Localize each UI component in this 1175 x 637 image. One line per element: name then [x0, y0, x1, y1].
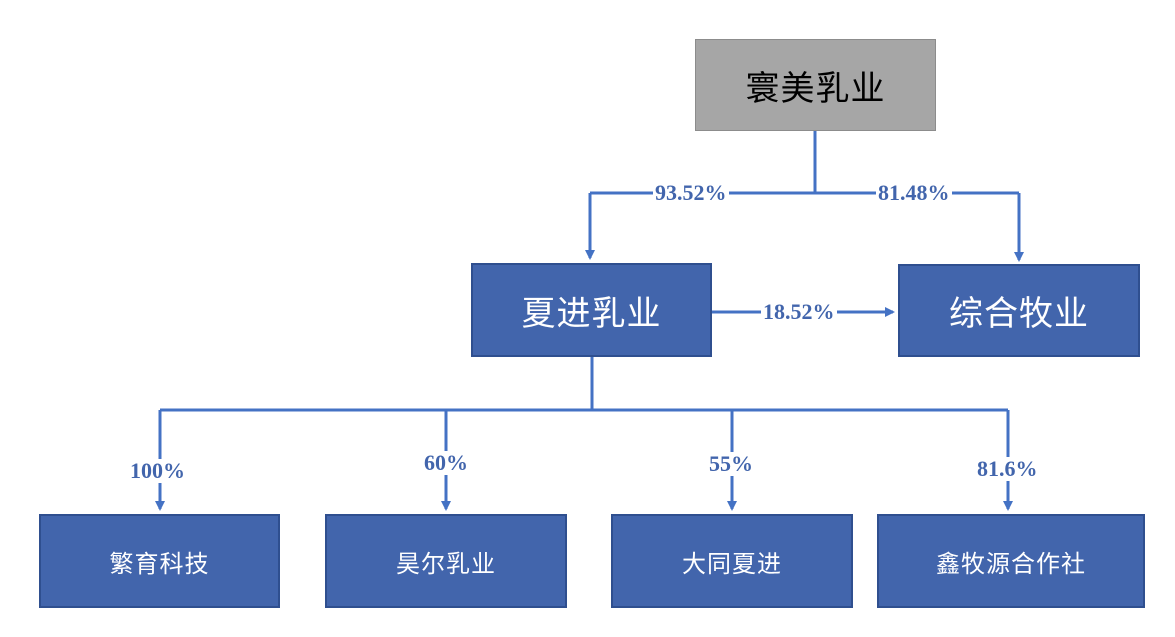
node-xiajin: 夏进乳业 [471, 263, 712, 357]
edge-label-root-xiajin: 93.52% [653, 180, 729, 205]
node-xinmu: 鑫牧源合作社 [877, 514, 1145, 608]
edge-label-xiajin-datong: 55% [707, 451, 755, 476]
node-zonghe: 综合牧业 [898, 264, 1140, 357]
node-fanyu: 繁育科技 [39, 514, 280, 608]
node-haoer: 昊尔乳业 [325, 514, 567, 608]
edge-label-xiajin-haoer: 60% [422, 450, 470, 475]
edge-label-xiajin-zonghe: 18.52% [761, 299, 837, 324]
node-root: 寰美乳业 [695, 39, 936, 131]
node-datong: 大同夏进 [611, 514, 853, 608]
edge-label-xiajin-xinmu: 81.6% [975, 456, 1040, 481]
edge-label-xiajin-fanyu: 100% [128, 458, 187, 483]
edge-label-root-zonghe: 81.48% [876, 180, 952, 205]
